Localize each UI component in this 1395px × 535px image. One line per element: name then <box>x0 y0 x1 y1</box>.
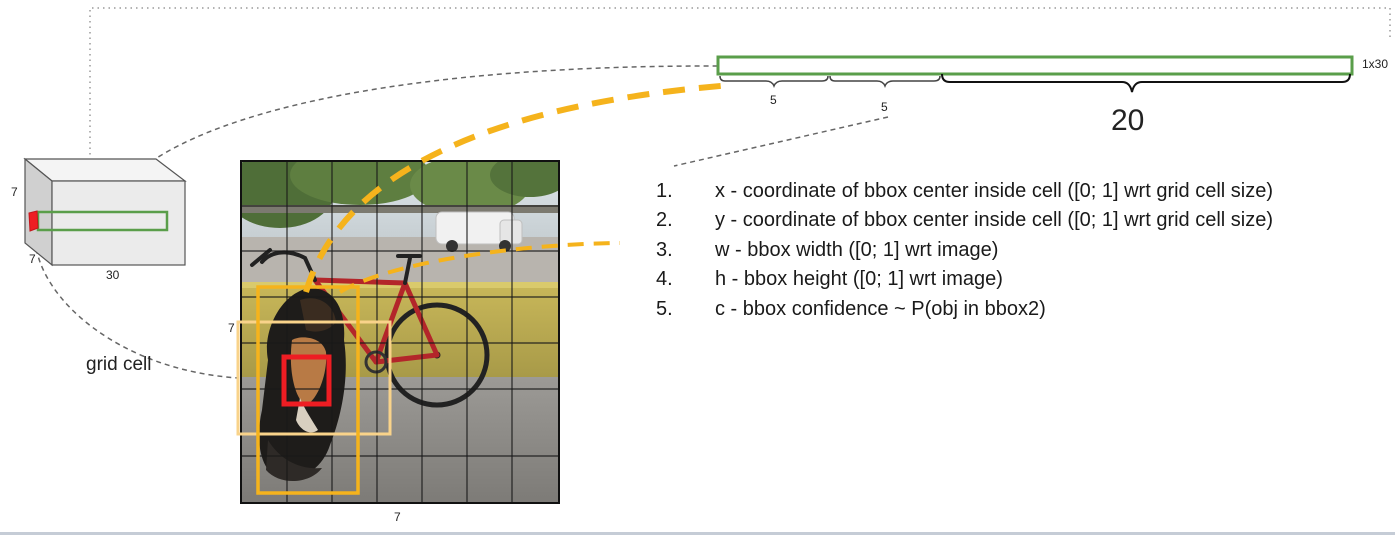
output-vector: 1x30 5 5 20 <box>716 55 1388 137</box>
output-tensor-cuboid: 7 7 30 <box>11 157 187 282</box>
list-item-number: 1. <box>656 180 673 202</box>
grid-cell-label: grid cell <box>86 354 151 375</box>
grid-bottom-label: 7 <box>394 510 401 524</box>
list-item-number: 3. <box>656 238 673 261</box>
list-item-text: w - bbox width ([0; 1] wrt image) <box>715 238 999 261</box>
list-item: 5. c - bbox confidence ~ P(obj in bbox2) <box>656 295 1273 324</box>
dog-and-bicycle-photo <box>242 162 558 502</box>
bbox-feature-list: 1. x - coordinate of bbox center inside c… <box>656 177 1273 324</box>
cuboid-top-face <box>23 158 187 182</box>
list-item: 2. y - coordinate of bbox center inside c… <box>656 206 1273 235</box>
grid-side-label: 7 <box>228 321 235 335</box>
dotted-frame-line <box>89 7 1391 160</box>
segment-classes-label: 20 <box>1111 104 1144 137</box>
list-item-text: c - bbox confidence ~ P(obj in bbox2) <box>715 297 1046 320</box>
list-item: 3. w - bbox width ([0; 1] wrt image) <box>656 236 1273 265</box>
list-item-text: y - coordinate of bbox center inside cel… <box>715 209 1274 232</box>
brace-bbox2 <box>829 75 941 89</box>
orange-dashed-bbox1-to-vector <box>303 82 733 293</box>
cuboid-width-label: 30 <box>106 268 120 282</box>
segment-bbox1-label: 5 <box>770 93 777 107</box>
vector-size-label: 1x30 <box>1362 57 1388 71</box>
orange-dashed-bbox2-to-list <box>338 241 621 294</box>
cuboid-height-label: 7 <box>11 185 18 199</box>
grid-photo <box>236 160 560 504</box>
highlight-grid-cell <box>281 354 332 407</box>
grid-lines <box>242 162 558 502</box>
list-item-text: h - bbox height ([0; 1] wrt image) <box>715 268 1003 291</box>
bbox-light-wide <box>236 320 392 436</box>
bottom-border <box>0 532 1395 535</box>
cuboid-depth-label: 7 <box>29 252 36 266</box>
output-vector-bar <box>716 55 1354 76</box>
list-item-number: 5. <box>656 297 673 320</box>
list-item-text: x - coordinate of bbox center inside cel… <box>715 180 1274 202</box>
cuboid-front-face <box>51 180 186 266</box>
list-item: 4. h - bbox height ([0; 1] wrt image) <box>656 265 1273 294</box>
connector-segment-to-list <box>673 116 889 167</box>
segment-bbox2-label: 5 <box>881 100 888 114</box>
connector-gridcell-to-cuboid <box>34 239 239 379</box>
list-item-number: 4. <box>656 268 673 291</box>
list-item-number: 2. <box>656 209 673 232</box>
cuboid-highlight-cell <box>28 210 39 232</box>
brace-classes <box>941 73 1351 93</box>
brace-bbox1 <box>719 75 829 89</box>
list-item: 1. x - coordinate of bbox center inside c… <box>656 177 1273 206</box>
